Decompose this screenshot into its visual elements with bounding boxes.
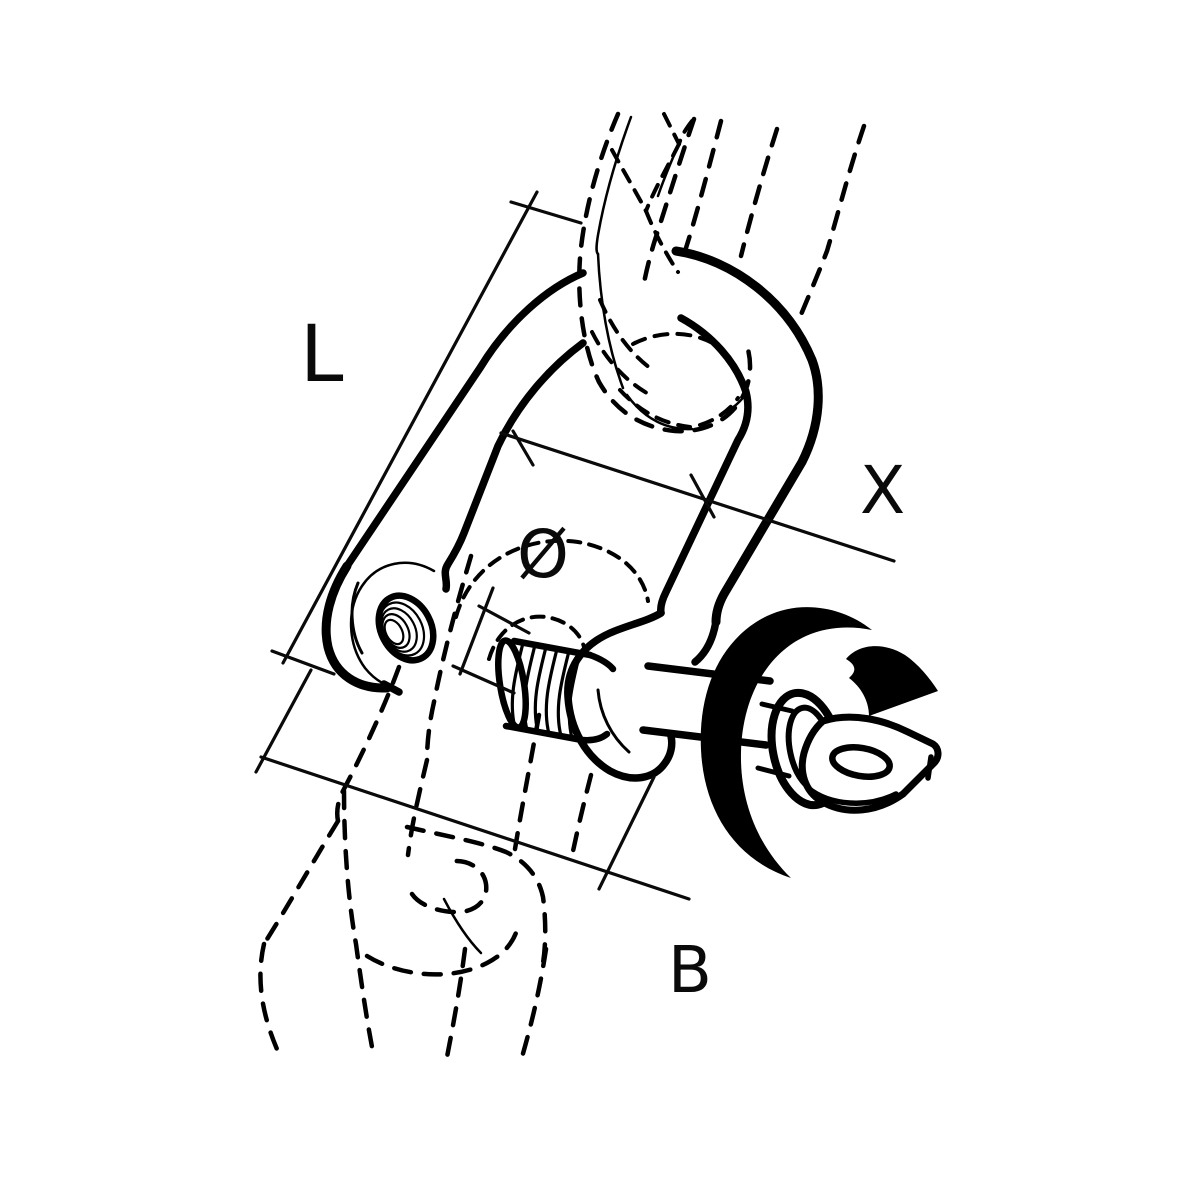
- chain-strand-2: [261, 818, 341, 947]
- dimension-lines: [254, 190, 896, 901]
- rope-accent-2: [596, 252, 625, 390]
- pin-thread-ridge-5: [556, 649, 571, 738]
- chain-strand-6: [519, 946, 549, 1060]
- pin-head: [755, 688, 942, 814]
- dim-label-width-b: B: [668, 934, 712, 1008]
- dim-line-L: [281, 190, 539, 665]
- dim-line-X: [499, 431, 896, 563]
- dim-diameter-tick-1: [477, 604, 531, 635]
- right-leg-to-shaft: [691, 617, 720, 666]
- bow-outer-left: [343, 269, 587, 570]
- screw-pin: [495, 637, 774, 749]
- pin-key-plate-edge: [925, 754, 934, 781]
- pin-key-hole: [829, 744, 893, 780]
- chain-strand-10: [568, 772, 594, 864]
- chain-strand-8: [405, 757, 430, 858]
- rope-braid-1: [662, 112, 681, 146]
- hidden-circle-small: [487, 614, 586, 661]
- rope-strand-3: [797, 123, 867, 320]
- rope-left-edge: [577, 111, 753, 434]
- dim-diameter-tick-2: [451, 664, 516, 695]
- dim-L-ext-bottom: [270, 649, 336, 676]
- pin-thread-ridge-1: [510, 641, 525, 730]
- chain-hidden-outline: [258, 553, 594, 1060]
- chain-strand-3: [258, 941, 283, 1059]
- pin-flange-tick-top: [759, 701, 795, 714]
- threaded-hole: [375, 592, 437, 664]
- pin-neck-top: [586, 651, 617, 673]
- dimension-labels: L X Ø B: [300, 310, 905, 1008]
- chain-strand-5: [444, 946, 468, 1060]
- dim-B-ext-right: [597, 775, 656, 891]
- right-eye-crescent: [596, 688, 631, 754]
- dim-line-diameter: [458, 586, 495, 676]
- bow-outer-right: [671, 246, 823, 627]
- rope-braid-5: [644, 209, 680, 274]
- rope-braid-10: [698, 396, 740, 427]
- chain-strand-7: [424, 553, 474, 763]
- threaded-hole-thread-3: [381, 613, 411, 649]
- rotation-arrowhead: [846, 646, 938, 716]
- right-eye-outer: [564, 609, 676, 782]
- chain-top-loop: [404, 824, 548, 966]
- pin-thread-ridge-4: [544, 647, 559, 736]
- rotation-arrow-icon: [700, 607, 938, 878]
- pin-flange-tick-bottom: [755, 765, 792, 779]
- chain-strand-1: [335, 664, 402, 824]
- bow-inner-left: [441, 339, 587, 593]
- dim-B-ext-left: [254, 668, 313, 774]
- rope-accent-3: [656, 139, 682, 198]
- rope-braid-4: [610, 148, 648, 213]
- rope-strand-1: [683, 118, 724, 251]
- chain-curl: [409, 858, 489, 915]
- left-eye-counterbore: [349, 561, 436, 689]
- chain-accent: [442, 897, 483, 955]
- dim-X-tick-1: [511, 429, 535, 467]
- pin-key-plate: [798, 713, 942, 814]
- left-eye-outer: [321, 561, 392, 693]
- chain-strand-9: [512, 712, 542, 852]
- rope-accent-4: [625, 393, 694, 431]
- threaded-hole-thread-4: [383, 618, 405, 646]
- dim-L-ext-top: [509, 200, 583, 225]
- dim-X-tick-2: [689, 473, 716, 519]
- pin-thread-ridge-2: [522, 643, 537, 732]
- rope-strand-2: [738, 126, 780, 259]
- dim-label-length: L: [300, 310, 344, 400]
- dim-label-width-x: X: [860, 452, 905, 529]
- rope-accent-1: [595, 115, 633, 256]
- rope-right-edge: [640, 116, 697, 292]
- dim-line-B: [259, 755, 691, 901]
- pin-key-plate-side: [805, 785, 899, 806]
- chain-strand-4: [341, 788, 377, 1060]
- dim-label-diameter: Ø: [517, 516, 569, 593]
- rotation-arrow-crescent: [700, 607, 872, 878]
- hidden-hole-circles: [454, 538, 650, 661]
- rope-braid-8: [618, 388, 692, 429]
- bow-inner-right: [657, 314, 752, 617]
- chain-bottom-arc: [364, 923, 521, 977]
- hidden-circle-large: [454, 538, 650, 619]
- pin-thread-ridge-3: [533, 645, 548, 734]
- pin-thread-top-edge: [510, 637, 594, 659]
- pin-neck-bottom: [578, 730, 611, 744]
- pin-thread-ridge-6: [567, 651, 582, 740]
- rope-hidden-outline: [577, 111, 867, 434]
